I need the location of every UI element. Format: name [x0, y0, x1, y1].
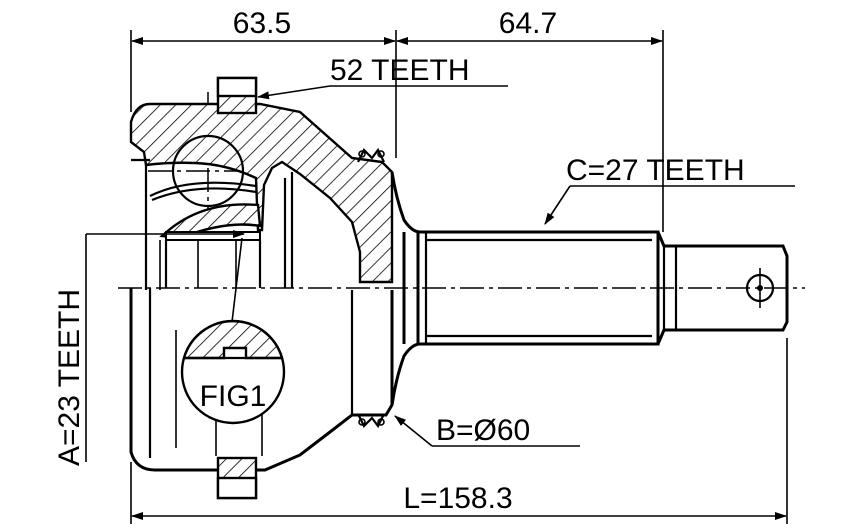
inner-teeth-label: A=23 TEETH	[53, 289, 86, 466]
seal-diameter-label: B=Ø60	[436, 414, 530, 447]
outer-race-housing	[129, 76, 394, 500]
ball	[171, 134, 245, 208]
outer-teeth-label: 52 TEETH	[330, 54, 470, 87]
boot-clamps	[357, 147, 385, 429]
inner-race	[149, 134, 294, 288]
fig1-detail: FIG1	[180, 237, 286, 425]
total-length-label: L=158.3	[403, 482, 512, 515]
shaft-teeth-label: C=27 TEETH	[566, 154, 745, 187]
labels: 63.5 64.7 52 TEETH C=27 TEETH A=23 TEETH…	[53, 7, 745, 515]
dimension-63-5-label: 63.5	[233, 7, 291, 40]
dimension-lines	[130, 30, 788, 524]
dimension-64-7-label: 64.7	[499, 7, 557, 40]
stub-axle	[390, 171, 789, 406]
shaft-spline	[416, 230, 660, 346]
fig1-label: FIG1	[200, 380, 267, 413]
leader-lines	[85, 85, 795, 462]
